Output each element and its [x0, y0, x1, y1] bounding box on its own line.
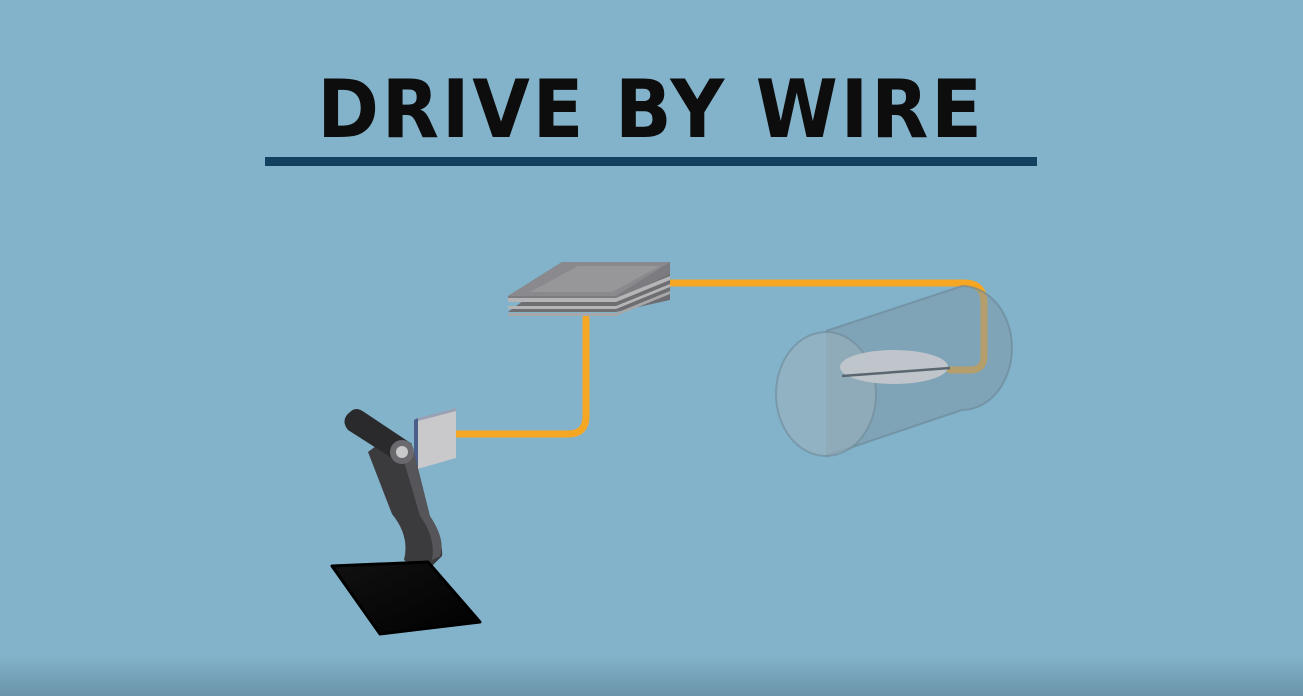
title-underline — [265, 157, 1037, 166]
bottom-shade — [0, 656, 1303, 696]
pedal-position-sensor-icon — [414, 408, 456, 470]
ecu-module-icon — [508, 262, 670, 316]
sensor-to-ecu-wire — [452, 314, 590, 438]
accelerator-pedal-icon — [330, 409, 482, 636]
page-title: DRIVE BY WIRE — [317, 63, 985, 156]
throttle-plate-icon — [840, 350, 951, 384]
